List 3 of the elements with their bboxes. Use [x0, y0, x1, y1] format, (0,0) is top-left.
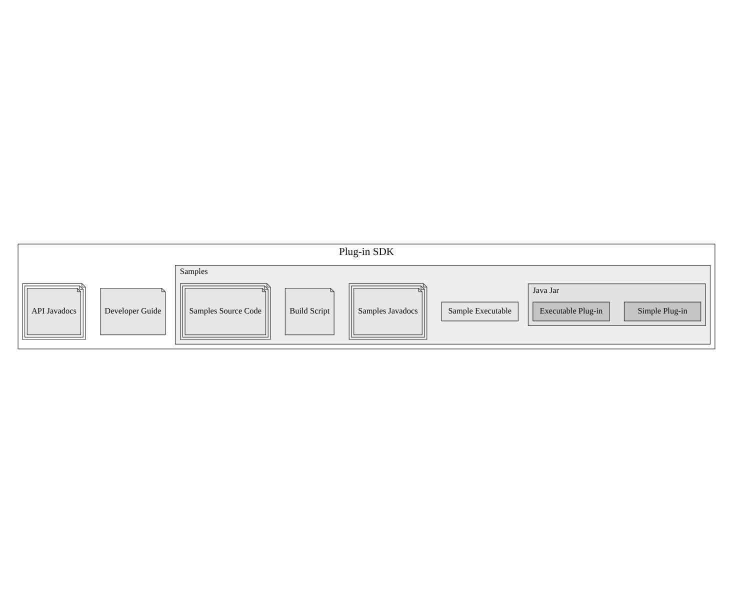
node-box: Simple Plug-in: [624, 301, 702, 321]
node-box: Sample Executable: [441, 301, 518, 321]
node-box: Executable Plug-in: [532, 301, 610, 321]
